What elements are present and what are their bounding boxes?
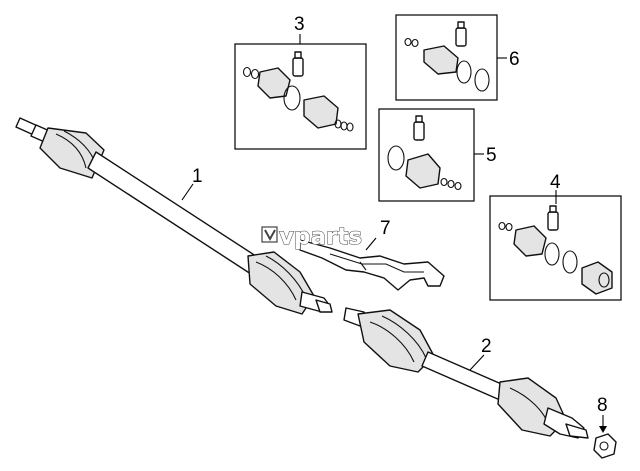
boot-kit-5 (378, 108, 475, 202)
watermark-text: vparts (279, 224, 362, 250)
callout-6: 6 (509, 49, 520, 70)
axle-shaft-1 (15, 117, 333, 315)
bracket-7 (299, 239, 445, 291)
callout-3: 3 (294, 14, 305, 35)
boot-kit-6 (395, 14, 498, 101)
axle-shaft-2 (343, 307, 589, 439)
joint-kit-4 (489, 195, 622, 301)
leader-lines (181, 34, 607, 433)
callout-4: 4 (550, 172, 561, 193)
callout-1: 1 (192, 166, 203, 187)
callout-8: 8 (597, 395, 608, 416)
callout-7: 7 (380, 218, 391, 239)
callout-5: 5 (486, 145, 497, 166)
watermark-logo: vparts (261, 224, 363, 251)
boot-kit-3 (234, 43, 367, 150)
nut-8 (593, 433, 617, 459)
callout-2: 2 (481, 336, 492, 357)
